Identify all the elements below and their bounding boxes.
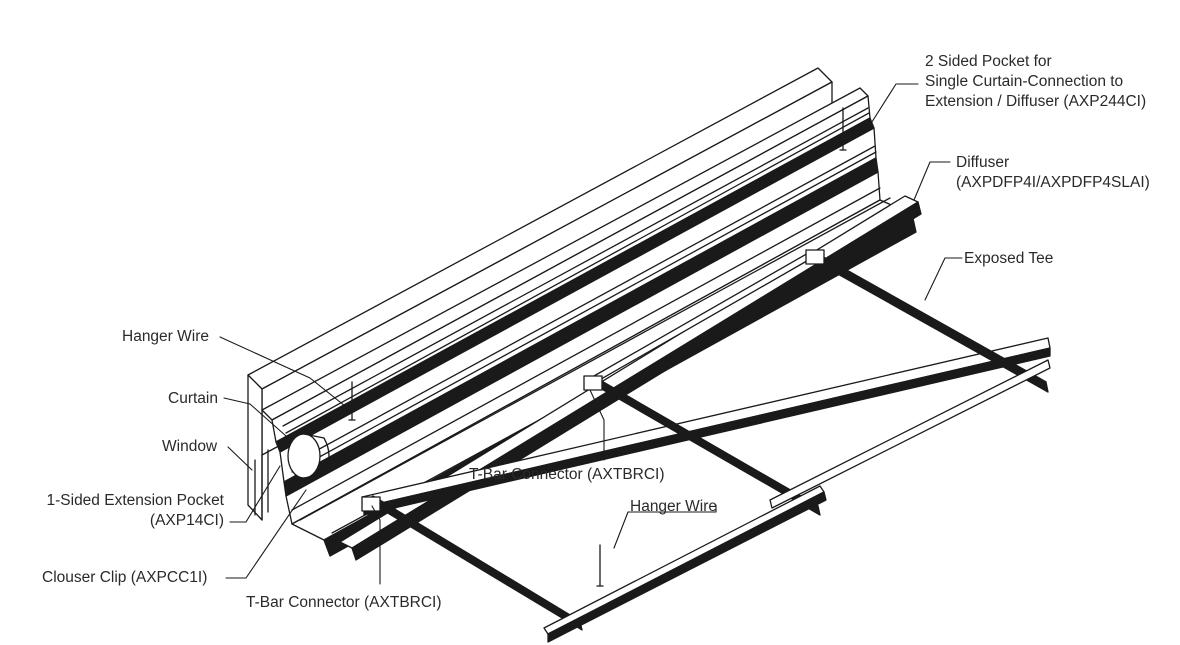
label-closer-clip: Clouser Clip (AXPCC1I) (42, 569, 208, 586)
label-diffuser: Diffuser (AXPDFP4I/AXPDFP4SLAI) (956, 154, 1150, 191)
label-exposed-tee: Exposed Tee (964, 250, 1054, 267)
label-hanger-wire-right: Hanger Wire (630, 498, 717, 515)
label-tbar-connector-bottom: T-Bar Connector (AXTBRCI) (246, 594, 442, 611)
label-2-sided-pocket: 2 Sided Pocket for Single Curtain-Connec… (925, 53, 1147, 110)
pocket-extrusion (261, 87, 917, 557)
label-hanger-wire-left: Hanger Wire (122, 328, 209, 345)
tee-grid (361, 249, 1051, 643)
label-extension-pocket: 1-Sided Extension Pocket (AXP14CI) (46, 492, 225, 529)
label-tbar-connector-mid: T-Bar Connector (AXTBRCI) (469, 466, 665, 483)
curtain-roll (287, 433, 330, 479)
leader-lines (219, 83, 963, 585)
pocket-hanger-wires (348, 107, 847, 421)
label-window: Window (162, 438, 218, 455)
label-curtain: Curtain (168, 390, 218, 407)
